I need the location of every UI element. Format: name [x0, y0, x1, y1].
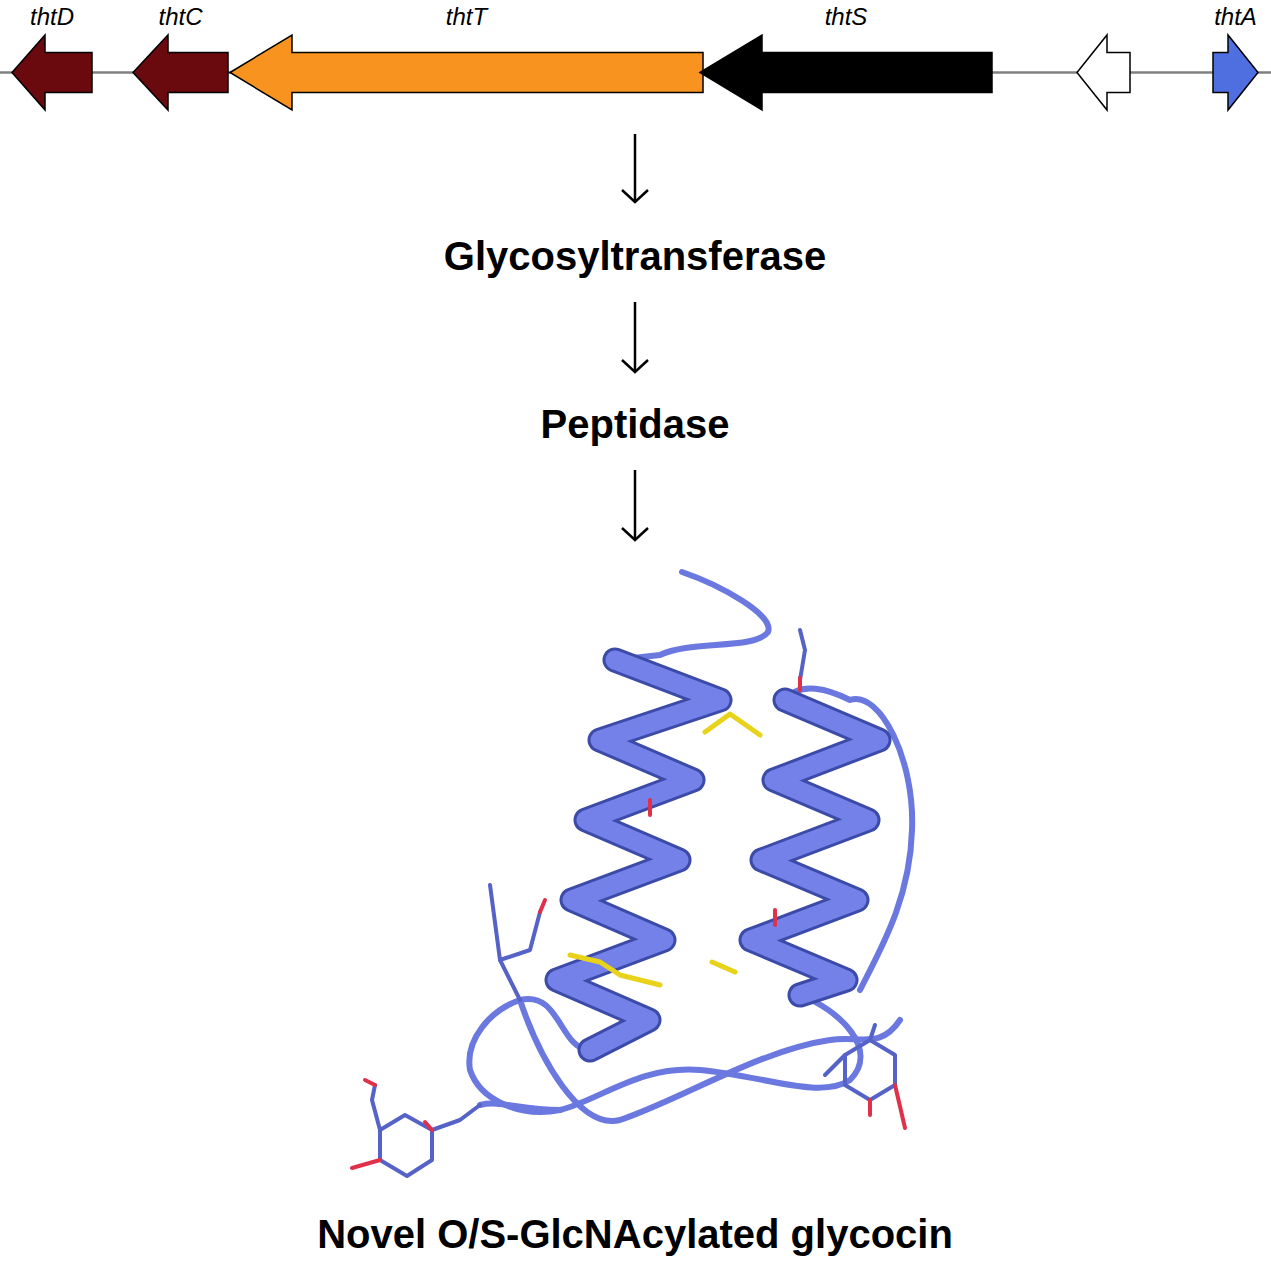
- gene-name: thtD: [2, 0, 102, 32]
- side-chain: [490, 630, 805, 1000]
- gene-arrow: thtA: [1203, 0, 1268, 112]
- gene-arrow: thtC: [123, 0, 238, 112]
- flow-arrow: [634, 470, 637, 540]
- alpha-helix: [557, 660, 879, 1050]
- gene-arrow-shape: [220, 35, 713, 112]
- step-label: Peptidase: [541, 400, 730, 448]
- gene-arrow: thtD: [2, 0, 102, 112]
- gene-name: thtC: [123, 0, 238, 32]
- gene-arrow: [1077, 35, 1130, 110]
- flow-arrow: [634, 134, 637, 202]
- gene-name: thtT: [220, 0, 713, 32]
- gene-arrow-shape: [690, 35, 1002, 112]
- gene-arrow-shape: [1203, 35, 1268, 112]
- step-label: Glycosyltransferase: [444, 232, 826, 280]
- gene-arrow-outline: [133, 35, 228, 110]
- gene-arrow-shape: [2, 35, 102, 112]
- gene-name: thtA: [1203, 0, 1268, 32]
- flow-arrow: [634, 302, 637, 372]
- gene-arrow: thtT: [220, 0, 713, 112]
- product-caption: Novel O/S-GlcNAcylated glycocin: [235, 1210, 1035, 1258]
- process-label: Glycosyltransferase: [444, 232, 826, 280]
- disulfide-bond: [570, 714, 760, 985]
- process-label: Peptidase: [541, 400, 730, 448]
- gene-arrow-outline: [700, 35, 992, 110]
- gene-arrow: thtS: [690, 0, 1002, 112]
- gene-arrow-shape: [123, 35, 238, 112]
- gene-name: thtS: [690, 0, 1002, 32]
- gene-arrow-outline: [12, 35, 92, 110]
- protein-structure: [352, 572, 912, 1176]
- glcnac-sugar: [352, 1025, 905, 1176]
- gene-arrow-outline: [1213, 35, 1258, 110]
- gene-arrow-outline: [230, 35, 703, 110]
- product-structure: Novel O/S-GlcNAcylated glycocin: [235, 555, 1035, 1258]
- protein-loop: [469, 572, 912, 1121]
